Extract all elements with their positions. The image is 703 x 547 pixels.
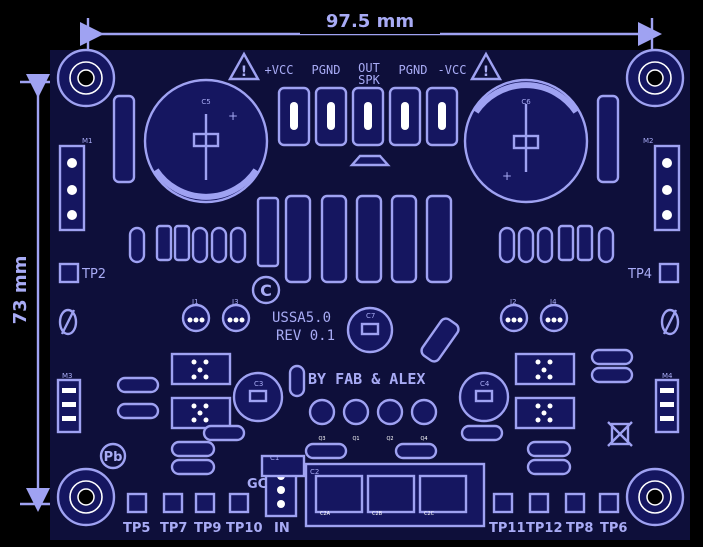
svg-text:Q3: Q3: [318, 436, 325, 442]
in-label: IN: [274, 521, 290, 536]
connector-m3: M3: [56, 372, 82, 434]
transistor-j4: J4: [539, 298, 569, 333]
svg-text:Q1: Q1: [352, 436, 359, 442]
svg-text:J1: J1: [191, 298, 199, 306]
capacitor-c6: C6 +: [463, 78, 589, 204]
tp10-label: TP10: [226, 521, 263, 536]
mounting-hole-icon: [56, 48, 116, 108]
thermistor-right: [660, 308, 680, 336]
capacitor-c4: C4: [458, 371, 510, 423]
pgnd-right-label: PGND: [399, 63, 428, 77]
width-dimension: 97.5 mm: [80, 8, 662, 58]
svg-text:J4: J4: [549, 298, 557, 306]
tp4-label: TP4: [627, 267, 652, 282]
mounting-hole-icon: [625, 467, 685, 527]
svg-text:J3: J3: [231, 298, 239, 306]
svg-text:C2A: C2A: [320, 511, 331, 517]
transistor-j1: J1: [181, 298, 211, 333]
tp11-label: TP11: [489, 521, 526, 536]
tp12-label: TP12: [526, 521, 563, 536]
vcc-neg-label: -VCC: [438, 63, 467, 77]
svg-text:M4: M4: [662, 372, 673, 380]
resistor-r12: [112, 94, 136, 184]
capacitor-c5: C5 +: [143, 78, 269, 204]
bottom-test-points: [126, 492, 620, 514]
transistor-j3: J3: [221, 298, 251, 333]
credits-label: BY FAB & ALEX: [308, 370, 425, 388]
mounting-hole-icon: [56, 467, 116, 527]
vcc-pos-label: +VCC: [265, 63, 294, 77]
svg-text:C5: C5: [201, 98, 210, 106]
svg-text:C: C: [260, 281, 272, 300]
resistor-r13: [596, 94, 620, 184]
height-dimension: 73 mm: [10, 74, 60, 512]
capacitor-c3: C3: [232, 371, 284, 423]
bottom-resistors: [116, 348, 634, 476]
svg-text:C2B: C2B: [372, 511, 383, 517]
svg-text:M2: M2: [643, 137, 654, 145]
out-label: OUT: [358, 61, 380, 75]
spk-label: SPK: [358, 73, 380, 87]
lead-free-icon: Pb: [99, 442, 127, 470]
tp6-label: TP6: [600, 521, 627, 536]
width-label: 97.5 mm: [326, 11, 414, 32]
svg-text:Q2: Q2: [386, 436, 393, 442]
input-connector: C1: [260, 454, 306, 518]
svg-text:+: +: [502, 169, 512, 183]
connector-m2: M2: [643, 137, 681, 232]
trimmer-p4: [514, 352, 576, 386]
power-terminal-block: [277, 86, 459, 147]
mounting-hole-icon: [625, 48, 685, 108]
right-component-cluster: [498, 224, 615, 264]
tp5-label: TP5: [123, 521, 150, 536]
test-point-tp2: [58, 262, 80, 284]
svg-text:C3: C3: [254, 380, 263, 388]
tp7-label: TP7: [160, 521, 187, 536]
svg-text:C2: C2: [310, 468, 319, 476]
svg-text:C1: C1: [270, 454, 279, 462]
warning-triangle-icon: !: [227, 51, 261, 81]
left-component-cluster: [128, 224, 247, 264]
recycle-bin-icon: [607, 421, 633, 447]
capacitor-c7: C7: [346, 306, 394, 354]
height-label: 73 mm: [10, 256, 31, 325]
svg-text:J2: J2: [509, 298, 517, 306]
tp2-label: TP2: [81, 267, 106, 282]
connector-m1: M1: [58, 137, 93, 232]
svg-text:!: !: [241, 64, 247, 80]
diode: [420, 317, 460, 363]
power-resistor-bank: [256, 154, 453, 284]
svg-text:C7: C7: [366, 312, 375, 320]
pgnd-left-label: PGND: [312, 63, 341, 77]
svg-text:C4: C4: [480, 380, 490, 388]
warning-triangle-icon: !: [469, 51, 503, 81]
transistor-row: Q3 Q1 Q2 Q4: [308, 398, 438, 442]
copyright-icon: C: [251, 275, 281, 305]
board-revision: REV 0.1: [276, 328, 335, 344]
board-name: USSA5.0: [272, 310, 331, 326]
svg-text:C2C: C2C: [424, 511, 435, 517]
gc-label: GC: [247, 477, 267, 492]
trimmer-p2: [514, 396, 576, 430]
capacitor-bank-c2: C2 C2A C2B C2C: [304, 462, 486, 528]
svg-text:M3: M3: [62, 372, 73, 380]
svg-text:!: !: [483, 64, 489, 80]
trimmer-p3: [170, 352, 232, 386]
test-point-tp4: [658, 262, 680, 284]
trimmer-p1: [170, 396, 232, 430]
connector-m4: M4: [654, 372, 680, 434]
thermistor-left: [58, 308, 78, 336]
svg-text:C6: C6: [521, 98, 531, 106]
svg-text:M1: M1: [82, 137, 93, 145]
transistor-j2: J2: [499, 298, 529, 333]
svg-text:Pb: Pb: [104, 450, 123, 465]
tp8-label: TP8: [566, 521, 593, 536]
svg-text:Q4: Q4: [420, 436, 427, 442]
svg-text:+: +: [228, 109, 238, 123]
tp9-label: TP9: [194, 521, 221, 536]
